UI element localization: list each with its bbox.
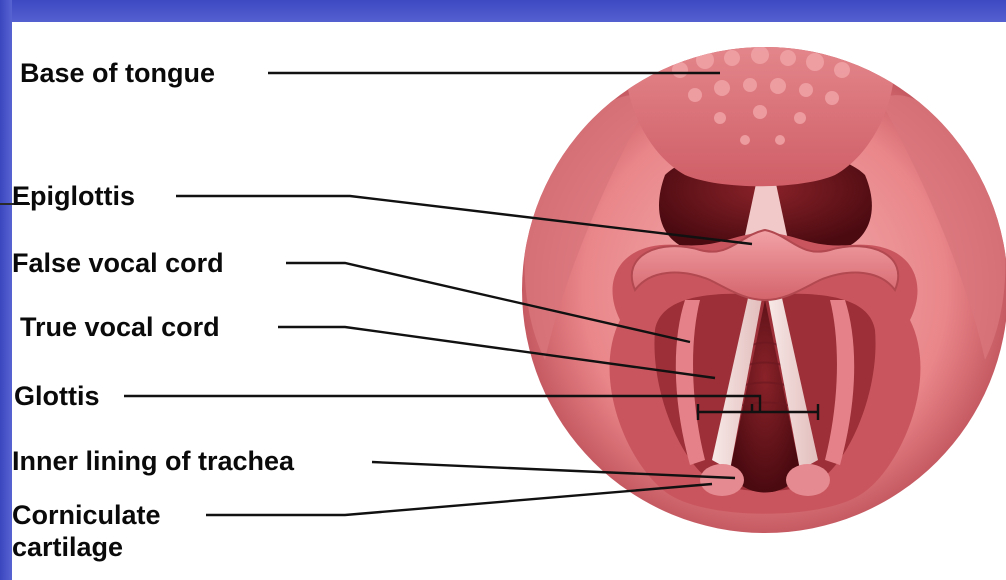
label-false-vocal-cord: False vocal cord xyxy=(12,248,224,279)
label-true-vocal-cord: True vocal cord xyxy=(20,312,220,343)
label-base-of-tongue: Base of tongue xyxy=(20,58,215,89)
corniculate-left xyxy=(700,464,744,496)
label-corniculate-line1: Corniculate xyxy=(12,499,161,531)
label-epiglottis: Epiglottis xyxy=(12,181,135,212)
larynx-illustration xyxy=(522,18,1006,534)
label-inner-lining-of-trachea: Inner lining of trachea xyxy=(12,446,294,477)
label-corniculate-cartilage: Corniculate cartilage xyxy=(12,499,161,563)
label-corniculate-line2: cartilage xyxy=(12,531,161,563)
corniculate-right xyxy=(786,464,830,496)
label-glottis: Glottis xyxy=(14,381,100,412)
